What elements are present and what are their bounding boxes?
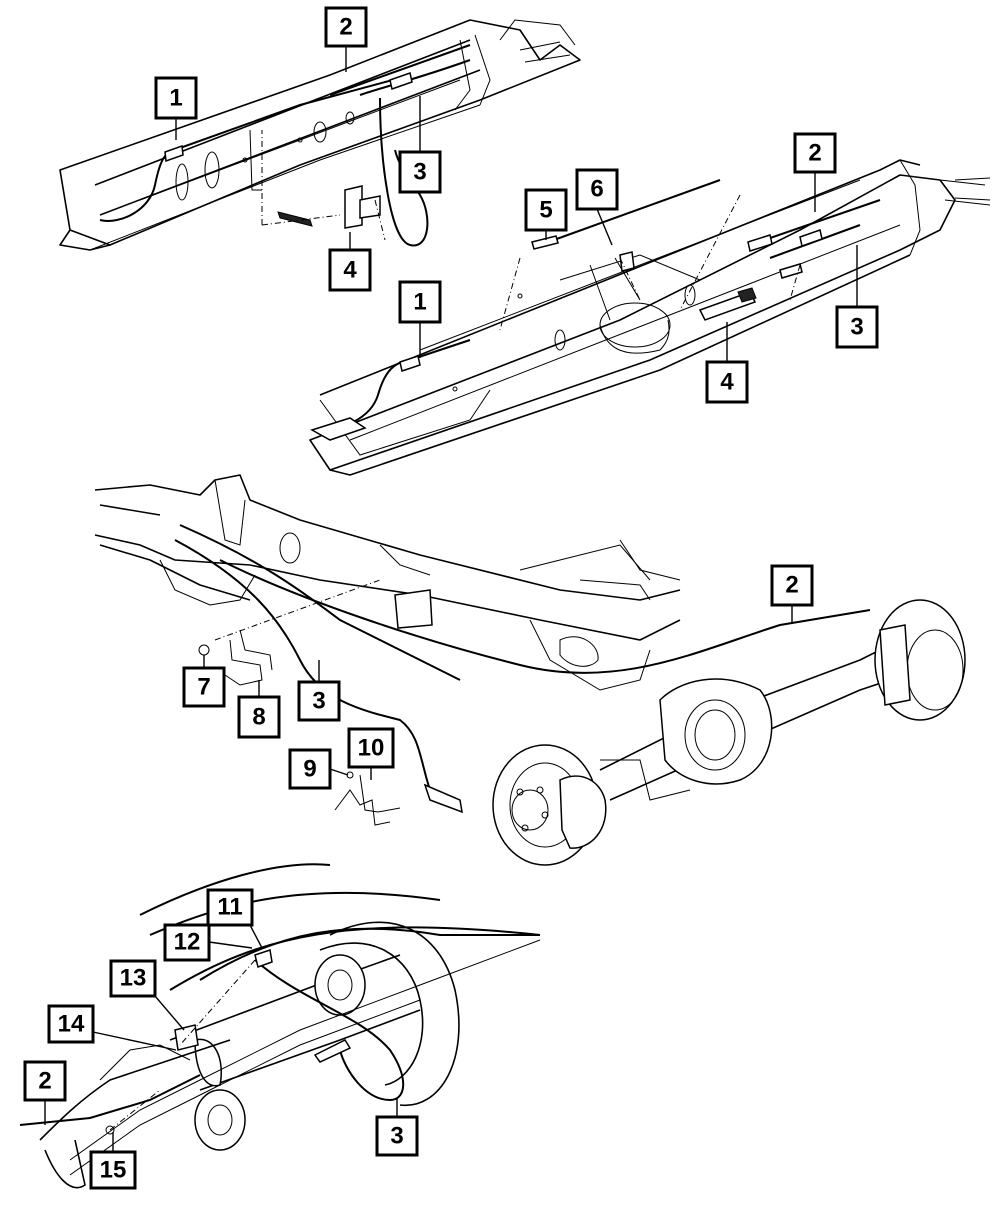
- callout-v1-2: 2: [324, 6, 368, 48]
- callout-v4-15: 15: [89, 1150, 137, 1190]
- view-1-frame-rail: [59, 19, 581, 251]
- leader-lines: [44, 46, 858, 1152]
- callout-v4-3: 3: [375, 1115, 419, 1157]
- callout-v3-7: 7: [182, 666, 226, 708]
- callout-label: 4: [343, 257, 357, 284]
- callout-v3-2: 2: [770, 564, 814, 607]
- callout-v3-8: 8: [237, 695, 281, 739]
- callout-v4-12: 12: [163, 923, 211, 962]
- callout-label: 13: [120, 965, 147, 992]
- callout-v4-13: 13: [109, 959, 157, 998]
- callout-label: 2: [808, 140, 821, 167]
- callout-v3-3: 3: [297, 680, 341, 722]
- callout-v4-14: 14: [47, 1004, 95, 1044]
- callout-v4-2: 2: [23, 1060, 67, 1102]
- callout-v2-3: 3: [835, 305, 879, 349]
- callout-label: 3: [413, 159, 426, 186]
- callout-label: 8: [252, 704, 265, 731]
- callout-v1-3: 3: [398, 150, 442, 194]
- callout-v1-4: 4: [328, 248, 372, 292]
- callout-v2-5: 5: [524, 188, 568, 232]
- callout-label: 1: [169, 85, 182, 112]
- callout-label: 15: [100, 1157, 127, 1184]
- view-2-frame-rail: [309, 159, 991, 476]
- callout-label: 5: [539, 197, 552, 224]
- view-3-frame-and-axle: [94, 474, 966, 866]
- callout-label: 12: [174, 929, 201, 956]
- callout-v2-4: 4: [705, 360, 749, 404]
- callout-label: 3: [312, 688, 325, 715]
- callout-label: 2: [785, 572, 798, 599]
- callout-label: 2: [38, 1068, 51, 1095]
- callout-label: 3: [390, 1123, 403, 1150]
- view-4-axle-detail: [19, 863, 541, 1189]
- callout-label: 6: [590, 176, 603, 203]
- callout-v2-6: 6: [575, 168, 619, 211]
- callout-v3-10: 10: [347, 727, 395, 769]
- callout-v2-2: 2: [793, 132, 837, 174]
- callout-label: 7: [197, 674, 210, 701]
- callout-label: 2: [339, 14, 352, 41]
- callout-label: 9: [303, 756, 316, 783]
- callout-label: 11: [217, 894, 242, 921]
- callout-label: 3: [850, 314, 863, 341]
- callout-v2-1: 1: [398, 280, 442, 324]
- callout-label: 4: [720, 369, 734, 396]
- callout-label: 14: [58, 1011, 85, 1038]
- callout-v1-1: 1: [154, 76, 198, 120]
- callout-label: 10: [358, 735, 385, 762]
- callout-v3-9: 9: [288, 748, 332, 790]
- callout-label: 1: [413, 289, 426, 316]
- callout-v4-11: 11: [206, 888, 254, 927]
